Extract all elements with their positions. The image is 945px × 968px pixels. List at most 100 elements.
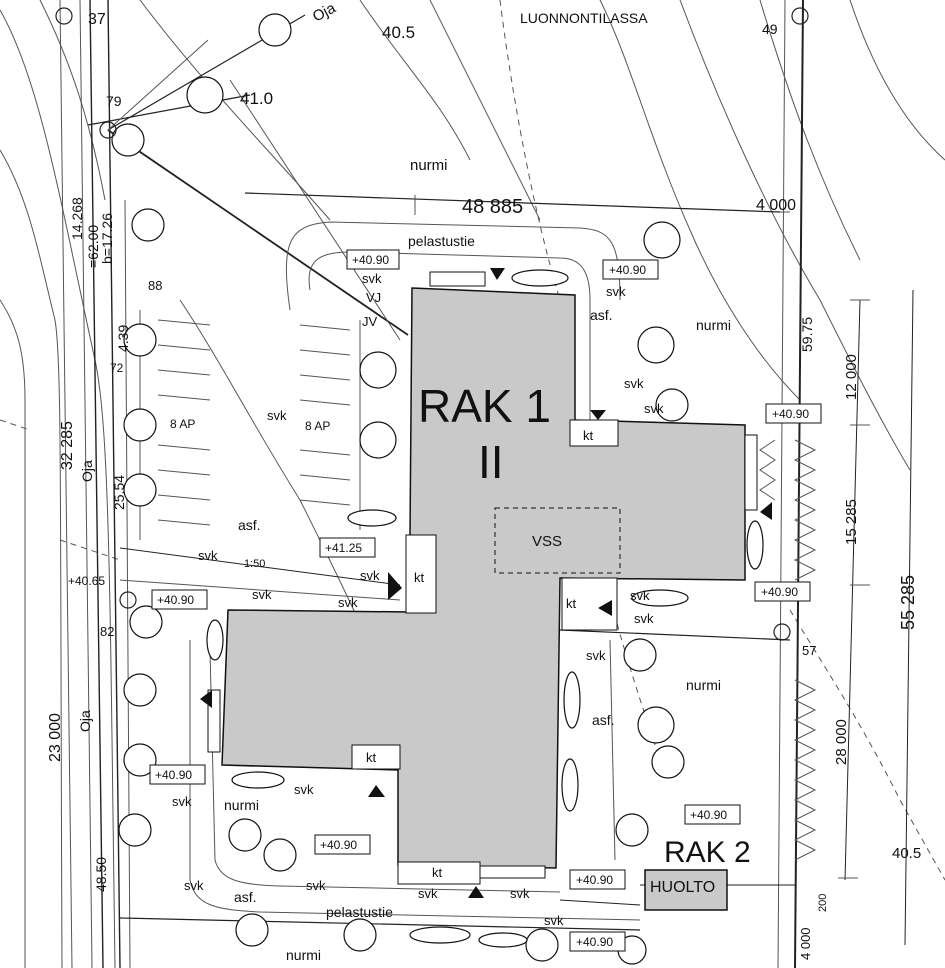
- label-svk-o: svk: [418, 886, 438, 901]
- label-72: 72: [110, 361, 124, 375]
- dim-48-50: 48.50: [93, 857, 109, 892]
- dim-b-17-26: b=17.26: [99, 213, 115, 264]
- label-svk-c: svk: [624, 376, 644, 391]
- label-kt-1: kt: [583, 428, 594, 443]
- label-82: 82: [100, 624, 114, 639]
- label-svk-j: svk: [586, 648, 606, 663]
- level-boxes: +40.90 +40.90 +40.90 +41.25 +40.90 +40.9…: [149, 249, 822, 952]
- level-box-6: +40.90: [157, 593, 194, 607]
- right-boundary: [759, 0, 817, 968]
- level-40-65: +40.65: [68, 574, 105, 588]
- label-8ap-right: 8 AP: [305, 419, 330, 433]
- dim-62-00: =62.00: [85, 225, 101, 268]
- label-nurmi-bottom-left: nurmi: [224, 797, 259, 813]
- shrubs: [206, 269, 764, 948]
- labels: 37 LUONNONTILASSA 49 40.5 Oja 79 41.0 nu…: [47, 0, 921, 963]
- label-57: 57: [802, 643, 816, 658]
- label-asf-top: asf.: [590, 307, 613, 323]
- parking-stalls: [157, 319, 351, 526]
- dim-23000: 23 000: [47, 713, 64, 762]
- label-svk-m: svk: [184, 878, 204, 893]
- building-rak2: [644, 869, 728, 911]
- level-box-11: +40.90: [576, 935, 613, 949]
- label-pelastustie-top: pelastustie: [408, 233, 475, 249]
- rak2-name: RAK 2: [664, 836, 751, 869]
- label-svk-e: svk: [360, 568, 380, 583]
- level-box-4: +41.25: [325, 541, 362, 555]
- label-nurmi-right-mid: nurmi: [686, 677, 721, 693]
- label-40-5-right: 40.5: [892, 845, 921, 862]
- entry-canopy-bottom: [479, 865, 546, 879]
- dim-28000: 28 000: [833, 719, 850, 765]
- level-box-9: +40.90: [320, 838, 357, 852]
- left-road-strips: [59, 0, 131, 968]
- rak1-floors: II: [478, 436, 504, 488]
- level-box-8: +40.90: [690, 808, 727, 822]
- label-79: 79: [106, 93, 122, 109]
- level-box-2: +40.90: [609, 263, 646, 277]
- label-luonnontilassa: LUONNONTILASSA: [520, 10, 648, 26]
- dim-14268: 14.268: [69, 197, 85, 240]
- label-41-0: 41.0: [240, 89, 273, 108]
- level-box-10: +40.90: [576, 873, 613, 887]
- survey-markers: [55, 7, 809, 641]
- kt-box-4: [351, 744, 401, 770]
- label-svk-k: svk: [294, 782, 314, 797]
- dim-48885: 48 885: [462, 196, 523, 218]
- dim-55285: 55 285: [898, 575, 918, 630]
- dim-25-54: 25.54: [111, 475, 127, 510]
- label-nurmi-bottom: nurmi: [286, 947, 321, 963]
- label-8ap-left: 8 AP: [170, 417, 195, 431]
- label-svk-i: svk: [634, 611, 654, 626]
- rak2-use: HUOLTO: [650, 879, 715, 896]
- label-asf-bottom: asf.: [234, 889, 257, 905]
- label-scale: 1:50: [244, 558, 265, 570]
- vss-outline: [494, 507, 621, 574]
- label-svk-l: svk: [172, 794, 192, 809]
- dim-4000-top: 4 000: [756, 197, 796, 214]
- kt-box-1: [569, 419, 619, 447]
- entry-canopy-top: [429, 271, 486, 287]
- dim-4000-bottom: 4 000: [798, 927, 813, 960]
- label-svk-q: svk: [544, 913, 564, 928]
- label-svk-d: svk: [644, 401, 664, 416]
- dim-15285: 15 285: [843, 499, 860, 545]
- label-svk-h: svk: [630, 588, 650, 603]
- label-svk-a: svk: [362, 271, 382, 286]
- level-box-7: +40.90: [155, 768, 192, 782]
- label-88: 88: [148, 278, 162, 293]
- dim-4-39: 4.39: [115, 325, 131, 352]
- label-svk-f: svk: [252, 587, 272, 602]
- label-37: 37: [88, 11, 106, 28]
- label-oja-top: Oja: [310, 0, 339, 26]
- rak1-name: RAK 1: [418, 380, 551, 432]
- label-kt-3: kt: [566, 596, 577, 611]
- label-kt-2: kt: [414, 570, 425, 585]
- dim-59-75: 59.75: [799, 317, 815, 352]
- label-kt-4: kt: [366, 750, 377, 765]
- label-svk-p: svk: [510, 886, 530, 901]
- vss-label: VSS: [532, 533, 562, 550]
- dim-200: 200: [817, 894, 829, 912]
- label-svk-b: svk: [606, 284, 626, 299]
- level-box-3: +40.90: [772, 407, 809, 421]
- kt-box-2: [405, 534, 437, 614]
- label-svk-parking: svk: [267, 408, 287, 423]
- label-49: 49: [762, 21, 778, 37]
- label-oja-bottom: Oja: [77, 710, 93, 732]
- dimension-lines: [414, 195, 914, 946]
- label-svk-road: svk: [198, 548, 218, 563]
- label-nurmi-top: nurmi: [410, 157, 448, 174]
- label-svk-n: svk: [306, 878, 326, 893]
- label-asf-left: asf.: [238, 517, 261, 533]
- entry-canopy-right: [744, 434, 758, 511]
- label-kt-5: kt: [432, 865, 443, 880]
- trees: [111, 13, 689, 965]
- label-svk-g: svk: [338, 595, 358, 610]
- label-vj: VJ: [366, 290, 381, 305]
- label-asf-right: asf.: [592, 712, 615, 728]
- label-jv: JV: [362, 314, 378, 329]
- label-nurmi-right-top: nurmi: [696, 317, 731, 333]
